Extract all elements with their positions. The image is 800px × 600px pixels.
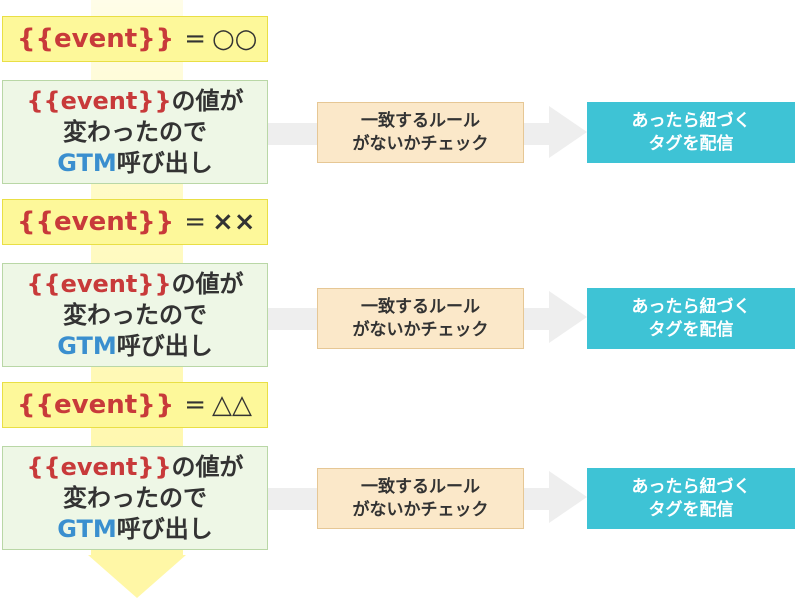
event-token: {{event}} bbox=[17, 390, 175, 420]
tag-delivery-line-2: タグを配信 bbox=[648, 133, 734, 154]
gtm-label: GTM bbox=[57, 331, 117, 360]
connector-arrow-shaft bbox=[524, 488, 550, 510]
gtm-label: GTM bbox=[57, 514, 117, 543]
rule-check-line-1: 一致するルール bbox=[361, 296, 480, 317]
gtm-call-line-3: GTM呼び出し bbox=[57, 514, 213, 545]
gtm-label: GTM bbox=[57, 148, 117, 177]
gtm-call-text: の値が bbox=[171, 269, 244, 298]
gtm-call-line-2: 変わったので bbox=[63, 300, 207, 329]
connector-arrow-shaft bbox=[524, 123, 550, 145]
connector-arrow-shaft bbox=[268, 123, 318, 145]
gtm-call-box: {{event}}の値が 変わったので GTM呼び出し bbox=[2, 446, 268, 550]
rule-check-line-1: 一致するルール bbox=[361, 110, 480, 131]
tag-delivery-box: あったら紐づく タグを配信 bbox=[587, 102, 795, 163]
gtm-call-box: {{event}}の値が 変わったので GTM呼び出し bbox=[2, 263, 268, 367]
gtm-call-text: の値が bbox=[171, 452, 244, 481]
rule-check-line-2: がないかチェック bbox=[352, 319, 489, 340]
tag-delivery-line-1: あったら紐づく bbox=[631, 110, 751, 131]
event-value-box: {{event}} = △△ bbox=[2, 382, 268, 428]
event-value-box: {{event}} = ×× bbox=[2, 199, 268, 245]
event-token: {{event}} bbox=[17, 24, 175, 54]
tag-delivery-line-2: タグを配信 bbox=[648, 499, 734, 520]
connector-arrow-shaft bbox=[268, 488, 318, 510]
event-value: ○○ bbox=[212, 24, 258, 54]
event-token: {{event}} bbox=[26, 452, 172, 481]
gtm-call-line-1: {{event}}の値が bbox=[26, 269, 243, 300]
rule-check-box: 一致するルール がないかチェック bbox=[317, 288, 524, 349]
event-token: {{event}} bbox=[26, 269, 172, 298]
rule-check-line-1: 一致するルール bbox=[361, 476, 480, 497]
equals-sign: = bbox=[184, 24, 206, 54]
gtm-call-text: の値が bbox=[171, 86, 244, 115]
gtm-call-line-2: 変わったので bbox=[63, 483, 207, 512]
gtm-call-line-2: 変わったので bbox=[63, 117, 207, 146]
connector-arrow-head bbox=[549, 471, 587, 523]
rule-check-line-2: がないかチェック bbox=[352, 133, 489, 154]
connector-arrow-shaft bbox=[524, 308, 550, 330]
tag-delivery-line-1: あったら紐づく bbox=[631, 476, 751, 497]
rule-check-box: 一致するルール がないかチェック bbox=[317, 468, 524, 529]
event-value: △△ bbox=[212, 390, 252, 420]
event-token: {{event}} bbox=[17, 207, 175, 237]
gtm-call-line-3: GTM呼び出し bbox=[57, 331, 213, 362]
connector-arrow-head bbox=[549, 291, 587, 343]
gtm-call-text: 呼び出し bbox=[116, 148, 213, 177]
equals-sign: = bbox=[184, 207, 206, 237]
rule-check-line-2: がないかチェック bbox=[352, 499, 489, 520]
gtm-call-line-1: {{event}}の値が bbox=[26, 86, 243, 117]
flow-arrow-head bbox=[88, 555, 186, 598]
gtm-call-line-1: {{event}}の値が bbox=[26, 452, 243, 483]
tag-delivery-line-1: あったら紐づく bbox=[631, 296, 751, 317]
event-value-box: {{event}} = ○○ bbox=[2, 16, 268, 62]
equals-sign: = bbox=[184, 390, 206, 420]
rule-check-box: 一致するルール がないかチェック bbox=[317, 102, 524, 163]
tag-delivery-box: あったら紐づく タグを配信 bbox=[587, 468, 795, 529]
tag-delivery-box: あったら紐づく タグを配信 bbox=[587, 288, 795, 349]
gtm-call-text: 呼び出し bbox=[116, 331, 213, 360]
event-token: {{event}} bbox=[26, 86, 172, 115]
gtm-call-text: 呼び出し bbox=[116, 514, 213, 543]
connector-arrow-head bbox=[549, 106, 587, 158]
gtm-call-line-3: GTM呼び出し bbox=[57, 148, 213, 179]
tag-delivery-line-2: タグを配信 bbox=[648, 319, 734, 340]
connector-arrow-shaft bbox=[268, 308, 318, 330]
event-value: ×× bbox=[212, 207, 256, 237]
gtm-call-box: {{event}}の値が 変わったので GTM呼び出し bbox=[2, 80, 268, 184]
